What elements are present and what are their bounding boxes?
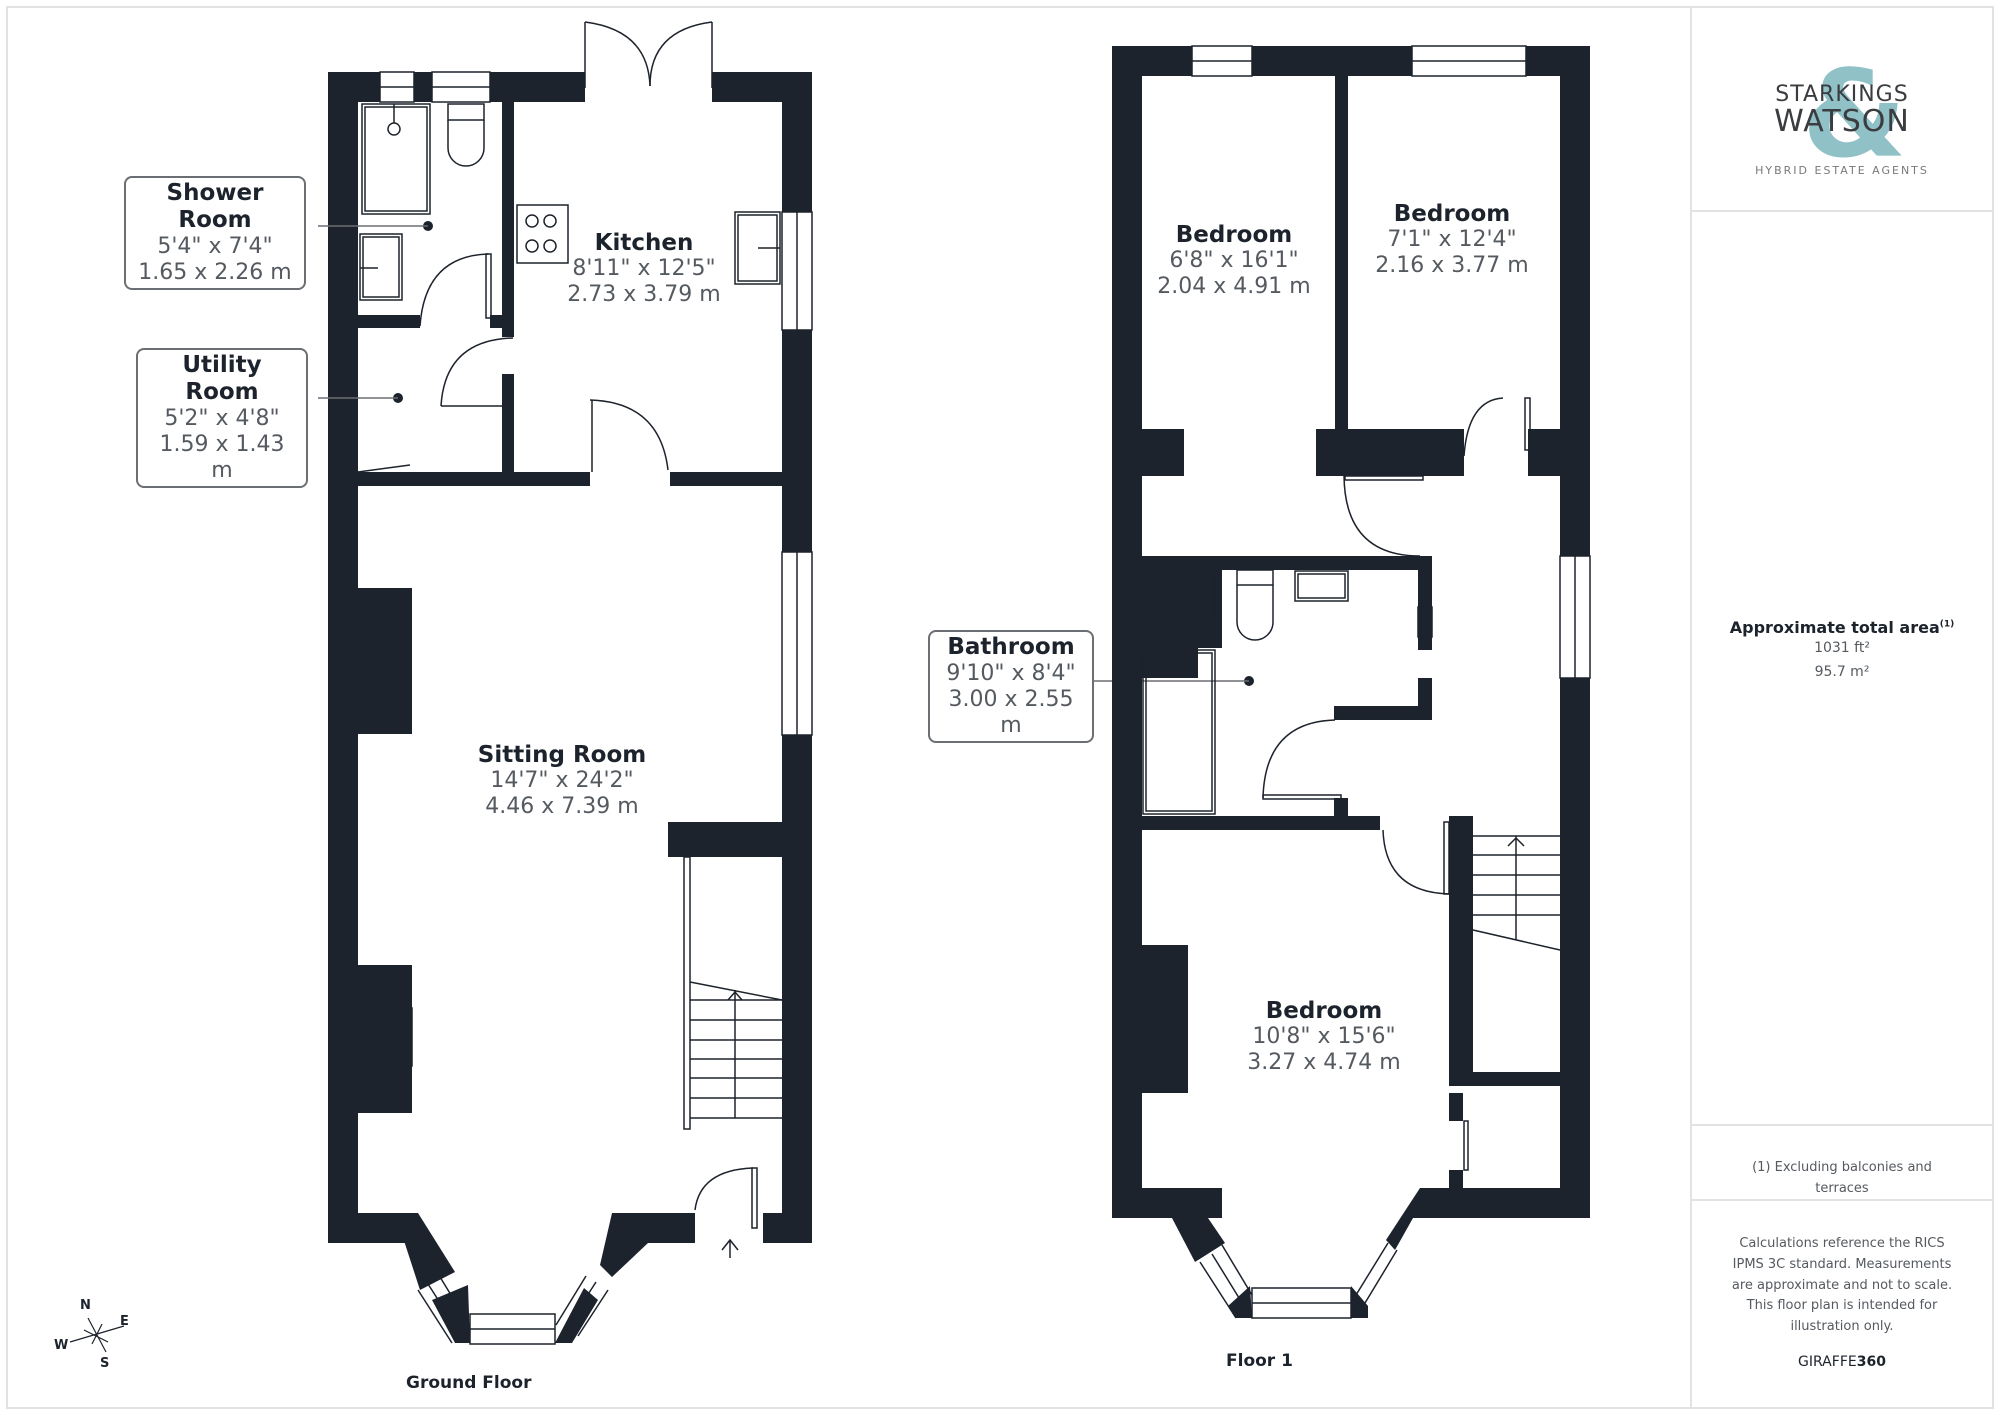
room-label-kitchen: Kitchen 8'11" x 12'5" 2.73 x 3.79 m [567, 230, 720, 307]
room-dimension-metric: 2.04 x 4.91 m [1157, 273, 1311, 299]
area-title-text: Approximate total area [1729, 618, 1940, 637]
room-dimension-metric: 3.00 x 2.55 m [948, 687, 1074, 739]
logo-ampersand: & [1802, 46, 1907, 185]
room-dimension-metric: 4.46 x 7.39 m [485, 793, 639, 819]
room-dimension-metric: 2.16 x 3.77 m [1375, 252, 1529, 278]
room-name: Bedroom [1175, 222, 1293, 248]
giraffe360-brand: GIRAFFE360 [1692, 1354, 1992, 1370]
room-dimension-imperial: 5'4" x 7'4" [157, 234, 273, 260]
divider [1692, 1124, 1992, 1126]
room-dimension-imperial: 10'8" x 15'6" [1252, 1024, 1396, 1050]
room-callout-bathroom: Bathroom 9'10" x 8'4" 3.00 x 2.55 m [928, 630, 1094, 743]
compass-rose: N E W S [50, 1290, 145, 1371]
area-title: Approximate total area(1) [1692, 618, 1992, 637]
divider [1692, 210, 1992, 212]
info-sidebar: & STARKINGS WATSON HYBRID ESTATE AGENTS … [1690, 8, 1992, 1407]
room-label-sitting-room: Sitting Room 14'7" x 24'2" 4.46 x 7.39 m [478, 742, 646, 819]
compass-east: E [120, 1314, 129, 1329]
room-dimension-metric: 1.65 x 2.26 m [138, 260, 292, 286]
room-name: Shower Room [166, 180, 264, 234]
room-dimension-metric: 1.59 x 1.43 m [159, 432, 285, 484]
logo-line2: WATSON [1774, 104, 1910, 139]
logo-line1: STARKINGS [1775, 82, 1909, 107]
compass-icon [69, 1317, 125, 1353]
room-label-bedroom-3: Bedroom 10'8" x 15'6" 3.27 x 4.74 m [1247, 998, 1400, 1075]
page-frame [6, 6, 1994, 1409]
compass-west: W [54, 1338, 69, 1353]
area-summary: Approximate total area(1) 1031 ft² 95.7 … [1692, 618, 1992, 685]
floor-title-ground: Ground Floor [406, 1373, 532, 1393]
room-callout-utility-room: Utility Room 5'2" x 4'8" 1.59 x 1.43 m [136, 348, 308, 489]
room-dimension-imperial: 5'2" x 4'8" [164, 406, 280, 432]
footnote-text: (1) Excluding balconies and terraces [1752, 1160, 1932, 1196]
brand-prefix: GIRAFFE [1798, 1354, 1857, 1370]
room-dimension-imperial: 8'11" x 12'5" [572, 256, 716, 282]
floor-title-first: Floor 1 [1226, 1351, 1293, 1371]
room-dimension-imperial: 9'10" x 8'4" [946, 661, 1076, 687]
brand-suffix: 360 [1856, 1354, 1886, 1370]
room-label-bedroom-2: Bedroom 7'1" x 12'4" 2.16 x 3.77 m [1375, 201, 1528, 278]
logo-tagline: HYBRID ESTATE AGENTS [1755, 164, 1929, 177]
floor-plan-drawing [318, 21, 1591, 1345]
room-dimension-imperial: 6'8" x 16'1" [1169, 248, 1299, 274]
footnote-marker: (1) [1939, 619, 1955, 630]
room-dimension-metric: 2.73 x 3.79 m [567, 281, 721, 307]
room-callout-shower-room: Shower Room 5'4" x 7'4" 1.65 x 2.26 m [124, 176, 306, 291]
room-dimension-imperial: 7'1" x 12'4" [1387, 227, 1517, 253]
agent-logo: & STARKINGS WATSON HYBRID ESTATE AGENTS [1692, 48, 1992, 178]
room-dimension-metric: 3.27 x 4.74 m [1247, 1049, 1401, 1075]
area-imperial: 1031 ft² [1814, 640, 1870, 656]
room-name: Utility Room [182, 352, 262, 406]
divider [1692, 1199, 1992, 1201]
compass-south: S [100, 1356, 110, 1371]
room-name: Bedroom [1393, 201, 1511, 227]
compass-north: N [80, 1298, 91, 1313]
room-dimension-imperial: 14'7" x 24'2" [490, 768, 634, 794]
disclaimer-text: Calculations reference the RICS IPMS 3C … [1731, 1236, 1953, 1335]
room-name: Bathroom [947, 634, 1075, 660]
room-name: Kitchen [594, 230, 694, 256]
room-name: Sitting Room [477, 742, 647, 768]
room-name: Bedroom [1265, 998, 1383, 1024]
room-label-bedroom-1: Bedroom 6'8" x 16'1" 2.04 x 4.91 m [1157, 222, 1310, 299]
area-metric: 95.7 m² [1814, 663, 1870, 680]
